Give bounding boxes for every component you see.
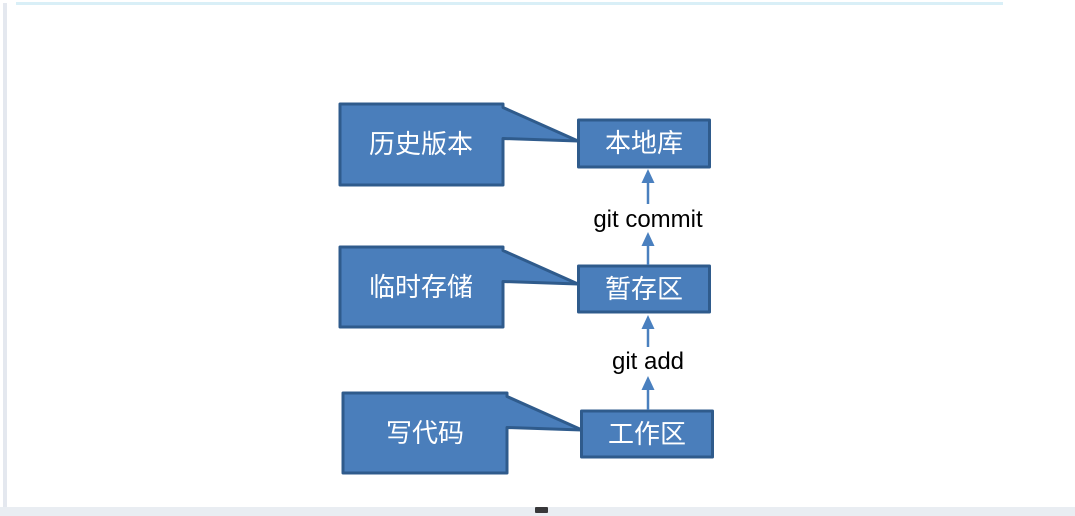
callout-temp-storage-label: 临时存储 [369, 273, 473, 303]
add-arrow-bottom-head [641, 376, 655, 390]
left-border-strip [3, 3, 7, 516]
node-local-repo-label: 本地库 [605, 129, 683, 159]
node-staging-area-label: 暂存区 [605, 275, 683, 305]
callout-history-version-label: 历史版本 [369, 130, 473, 160]
bottom-center-fragment [535, 507, 548, 513]
callout-write-code-label: 写代码 [386, 419, 464, 449]
top-border-line [16, 2, 1003, 5]
node-local-repo [577, 118, 711, 169]
commit-arrow-top-head [641, 169, 655, 183]
node-working-area [580, 409, 714, 459]
callout-write-code [341, 391, 584, 475]
git-add-label: git add [612, 348, 684, 375]
add-arrow-top-head [641, 315, 655, 329]
callout-temp-storage [338, 245, 580, 329]
git-commit-label: git commit [593, 206, 703, 233]
callout-history-version [338, 102, 580, 187]
node-working-area-label: 工作区 [608, 420, 686, 450]
node-staging-area [577, 264, 711, 314]
commit-arrow-bottom-head [641, 232, 655, 246]
